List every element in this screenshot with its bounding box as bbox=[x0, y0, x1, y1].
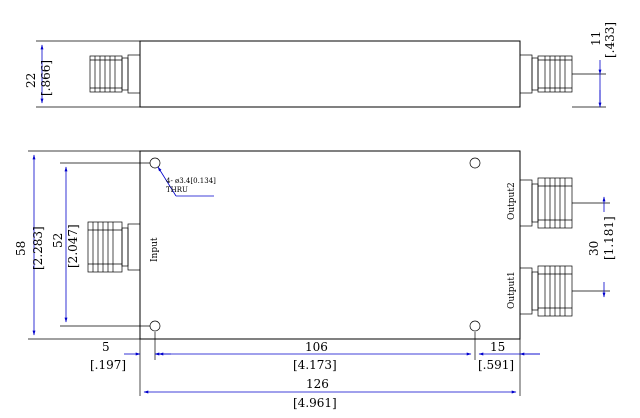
top-left-connector bbox=[89, 54, 141, 94]
dim-left-offset-in: [.197] bbox=[90, 358, 126, 372]
dim-overall-length-in: [4.961] bbox=[293, 396, 337, 410]
mounting-hole-bl bbox=[149, 320, 161, 332]
dim-top-height-in: [.866] bbox=[39, 60, 53, 96]
top-right-connector bbox=[519, 54, 573, 94]
top-view: 22 [.866] 11 [.433] bbox=[24, 22, 617, 108]
top-body bbox=[139, 40, 521, 108]
hole-note-line2: THRU bbox=[166, 186, 188, 194]
dim-top-height-mm: 22 bbox=[24, 73, 38, 88]
dim-right-offset-in: [.591] bbox=[478, 358, 514, 372]
dim-overall-height-mm: 58 bbox=[14, 241, 28, 256]
hole-note-line1: 4- ø3.4[0.134] bbox=[166, 177, 216, 185]
dim-overall-length-mm: 126 bbox=[306, 377, 329, 391]
dim-hole-v-mm: 52 bbox=[51, 233, 65, 248]
output2-connector bbox=[519, 177, 573, 229]
dim-top-conn-mm: 11 bbox=[589, 31, 603, 46]
output2-label: Output2 bbox=[507, 182, 517, 220]
dim-hole-v-in: [2.047] bbox=[66, 224, 80, 268]
mounting-hole-br bbox=[469, 320, 481, 332]
dim-overall-height-in: [2.283] bbox=[31, 226, 45, 270]
input-label: Input bbox=[150, 237, 160, 262]
output1-label: Output1 bbox=[507, 271, 517, 309]
dim-top-conn-in: [.433] bbox=[603, 22, 617, 58]
output1-connector bbox=[519, 265, 573, 317]
dim-output-spacing-mm: 30 bbox=[587, 241, 601, 256]
dim-right-offset-mm: 15 bbox=[490, 340, 505, 354]
mounting-hole-tl bbox=[149, 157, 161, 169]
dim-left-offset-mm: 5 bbox=[102, 340, 110, 354]
input-connector bbox=[87, 221, 141, 273]
dim-hole-h-mm: 106 bbox=[305, 340, 328, 354]
dim-hole-h-in: [4.173] bbox=[293, 358, 337, 372]
front-view: 4- ø3.4[0.134] THRU Input bbox=[14, 150, 616, 410]
dim-output-spacing-in: [1.181] bbox=[602, 216, 616, 260]
mounting-hole-tr bbox=[469, 157, 481, 169]
